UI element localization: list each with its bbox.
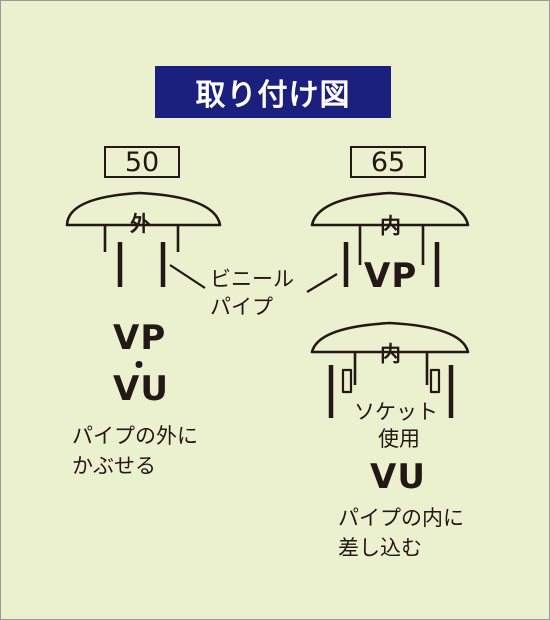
size-label-65: 65 <box>350 146 426 178</box>
cap-outer-65-vu <box>310 321 470 354</box>
socket-label-line1: ソケット <box>354 400 438 424</box>
cap-label-inner-65-vu: 内 <box>380 342 401 366</box>
socket-label-line2: 使用 <box>378 427 420 451</box>
fit-description-line2-65: 差し込む <box>338 536 422 560</box>
model-vp-65: VP <box>364 256 418 296</box>
model-vu-50: VU <box>113 369 169 409</box>
pipe-leader-left <box>169 264 206 289</box>
model-vu-65: VU <box>370 457 426 497</box>
cap-outer-50 <box>65 191 222 227</box>
socket-wall-left-65-vu <box>341 368 353 394</box>
model-separator-50: ・ <box>125 349 155 382</box>
diagram-title: 取り付け図 <box>155 66 391 118</box>
fit-description-line1-50: パイプの外に <box>72 424 198 448</box>
cap-outer-65-vp <box>310 191 470 227</box>
model-vp-50: VP <box>113 318 167 358</box>
cap-label-outer-50: 外 <box>130 212 151 236</box>
socket-wall-right-65-vu <box>429 368 441 394</box>
pipe-leader-right <box>306 273 338 293</box>
fit-description-line1-65: パイプの内に <box>338 506 464 530</box>
size-label-50: 50 <box>104 146 180 178</box>
fit-description-line2-50: かぶせる <box>72 454 156 478</box>
cap-label-inner-65-vp: 内 <box>380 214 401 238</box>
pipe-label-line1: ビニール <box>210 267 294 291</box>
pipe-label-line2: パイプ <box>210 295 273 319</box>
